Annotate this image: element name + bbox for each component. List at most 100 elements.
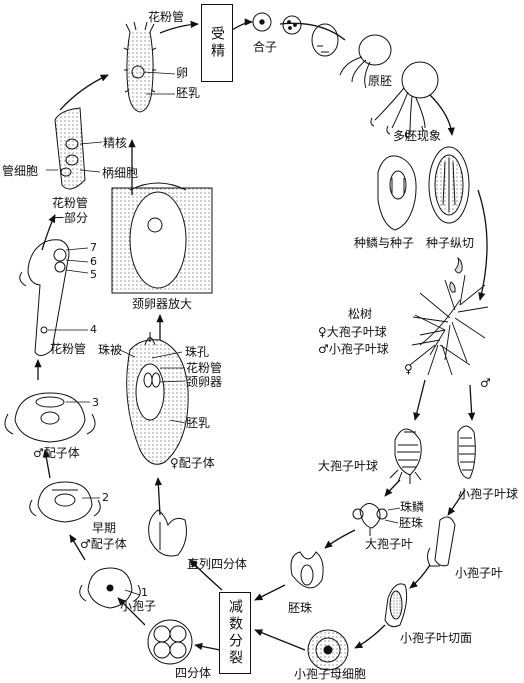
arrow-female-cone-to-scale <box>384 479 401 497</box>
label-tube-cell: 管细胞 <box>2 164 39 178</box>
label-ovule-2: 胚珠 <box>288 601 313 615</box>
label-num-1: 1 <box>141 586 148 599</box>
label-female-sign: ♀ <box>404 362 413 376</box>
microspore-mother-cell-drawing <box>307 629 349 671</box>
arrow-zygote-to-embryo <box>279 22 346 41</box>
fertilization-box: 受精 <box>201 4 233 82</box>
arrow-pollen-to-fert <box>159 20 199 34</box>
arrow-embryo-to-seed <box>429 94 455 136</box>
label-male-gametophyte-early: ♂配子体 <box>80 537 127 551</box>
label-linear-tetrad: 直列四分体 <box>187 557 248 571</box>
ovuliferous-scale-drawing <box>352 503 388 536</box>
label-megasporangiate-strobilus: 大孢子叶球 <box>318 459 379 473</box>
arrow-scale-to-ovule <box>324 529 356 549</box>
arrow-fert-to-zygote <box>231 18 253 31</box>
label-microspore-mother-cell: 小孢子母细胞 <box>294 667 367 681</box>
meiosis-box: 减数分裂 <box>219 592 251 674</box>
tetrad-drawing <box>147 619 193 665</box>
label-microsporangiate-strobilus: 小孢子叶球 <box>458 487 519 501</box>
label-early: 早期 <box>92 521 117 535</box>
label-num-5: 5 <box>90 268 97 281</box>
label-endosperm-mid: 胚乳 <box>186 416 211 430</box>
arrow-male-cone-to-sporophyll <box>447 489 466 516</box>
fertilization-label: 受精 <box>209 26 225 60</box>
pollen-tube-top-drawing <box>123 21 157 113</box>
cycle-arrows <box>34 18 488 651</box>
arrow-early-to-gametophyte <box>42 449 51 479</box>
label-male-sign: ♂ <box>480 376 491 390</box>
arrow-pollentube-to-part <box>41 214 56 251</box>
pine-branch-drawing <box>409 256 489 376</box>
label-archegonium-enlarged: 颈卵器放大 <box>132 297 193 311</box>
female-gametophyte-drawing <box>126 332 189 465</box>
meiosis-label: 减数分裂 <box>227 599 243 667</box>
pollen-tube-mid-drawing <box>19 239 70 356</box>
seed-scale-drawing <box>377 155 417 231</box>
label-num-2: 2 <box>102 491 109 504</box>
arrow-sporophyll-to-section <box>409 564 431 589</box>
arrow-mothercell-to-meiosis <box>254 629 306 651</box>
female-cone-drawing <box>389 428 422 484</box>
arrow-ovule-to-meiosis <box>254 584 286 601</box>
label-microsporophyll-section: 小孢子叶切面 <box>400 631 473 645</box>
label-num-3: 3 <box>92 396 99 409</box>
arrow-pine-to-male-cone <box>467 384 476 421</box>
label-num-7: 7 <box>90 241 97 254</box>
pollen-tube-part-drawing <box>54 107 86 190</box>
label-microspore: 小孢子 <box>120 599 157 613</box>
microspore-drawing <box>79 567 141 609</box>
label-pine: 松树 <box>348 307 373 321</box>
arrow-pine-to-female-cone <box>413 379 426 421</box>
label-zygote: 合子 <box>253 40 278 54</box>
label-polyembryony: 多胚现象 <box>393 129 442 143</box>
label-stalk-cell: 柄细胞 <box>102 166 139 180</box>
label-pollen-tube-mid: 花粉管 <box>50 342 87 356</box>
label-seed-longitudinal: 种子纵切 <box>426 236 475 250</box>
arrow-seed-to-pine <box>477 189 488 301</box>
microsporophyll-section-drawing <box>384 583 408 628</box>
label-endosperm-top: 胚乳 <box>176 86 201 100</box>
label-sperm-nucleus: 精核 <box>103 136 128 150</box>
label-pollen-tube-top: 花粉管 <box>148 10 185 24</box>
arrow-section-to-mothercell <box>354 624 386 649</box>
label-ovule-1: 胚珠 <box>399 516 424 530</box>
zygote-drawing <box>252 12 302 35</box>
label-num-4: 4 <box>90 323 97 336</box>
label-ovuliferous-scale: 珠鳞 <box>400 500 425 514</box>
male-cone-drawing <box>457 425 476 479</box>
label-proembryo: 原胚 <box>368 74 393 88</box>
label-seed-scale-and-seed: 种鳞与种子 <box>354 236 415 250</box>
ovule-drawing <box>290 551 324 589</box>
linear-tetrad-drawing <box>148 509 187 557</box>
label-megasporophyll: 大孢子叶 <box>365 537 414 551</box>
early-male-gametophyte-drawing <box>29 481 101 523</box>
label-pollen-tube-arch: 花粉管 <box>186 361 223 375</box>
label-pollen-tube-part-2: 一部分 <box>52 211 89 225</box>
label-pollen-tube-part-1: 花粉管 <box>52 196 89 210</box>
microsporophyll-drawing <box>427 516 456 567</box>
arrow-meiosis-to-linear-tetrad <box>189 559 223 591</box>
label-microsporophyll: 小孢子叶 <box>455 566 504 580</box>
label-tetrad: 四分体 <box>175 666 212 680</box>
proembryo-drawing <box>311 23 439 139</box>
arrow-tetrad-to-microspore <box>117 597 146 626</box>
male-gametophyte-drawing <box>4 392 96 443</box>
arrow-microspore-to-early <box>69 534 86 561</box>
arrow-meiosis-to-tetrad <box>194 642 221 651</box>
leader-lines <box>46 71 401 596</box>
label-male-gametophyte: ♂配子体 <box>33 446 80 460</box>
label-female-gametophyte: ♀配子体 <box>170 456 215 470</box>
arrow-linear-tetrad-to-female <box>154 477 163 516</box>
label-num-6: 6 <box>90 255 97 268</box>
label-integument: 珠被 <box>98 343 123 357</box>
arrow-part-to-pollentube-top <box>59 74 109 111</box>
archegonium-enlarged-drawing <box>111 182 213 294</box>
label-male-cone: ♂小孢子叶球 <box>318 342 389 356</box>
seed-section-drawing <box>428 146 470 224</box>
label-egg: 卵 <box>176 66 189 80</box>
label-female-cone: ♀大孢子叶球 <box>318 325 387 339</box>
label-micropyle: 珠孔 <box>185 345 210 359</box>
label-archegonium: 颈卵器 <box>186 375 223 389</box>
